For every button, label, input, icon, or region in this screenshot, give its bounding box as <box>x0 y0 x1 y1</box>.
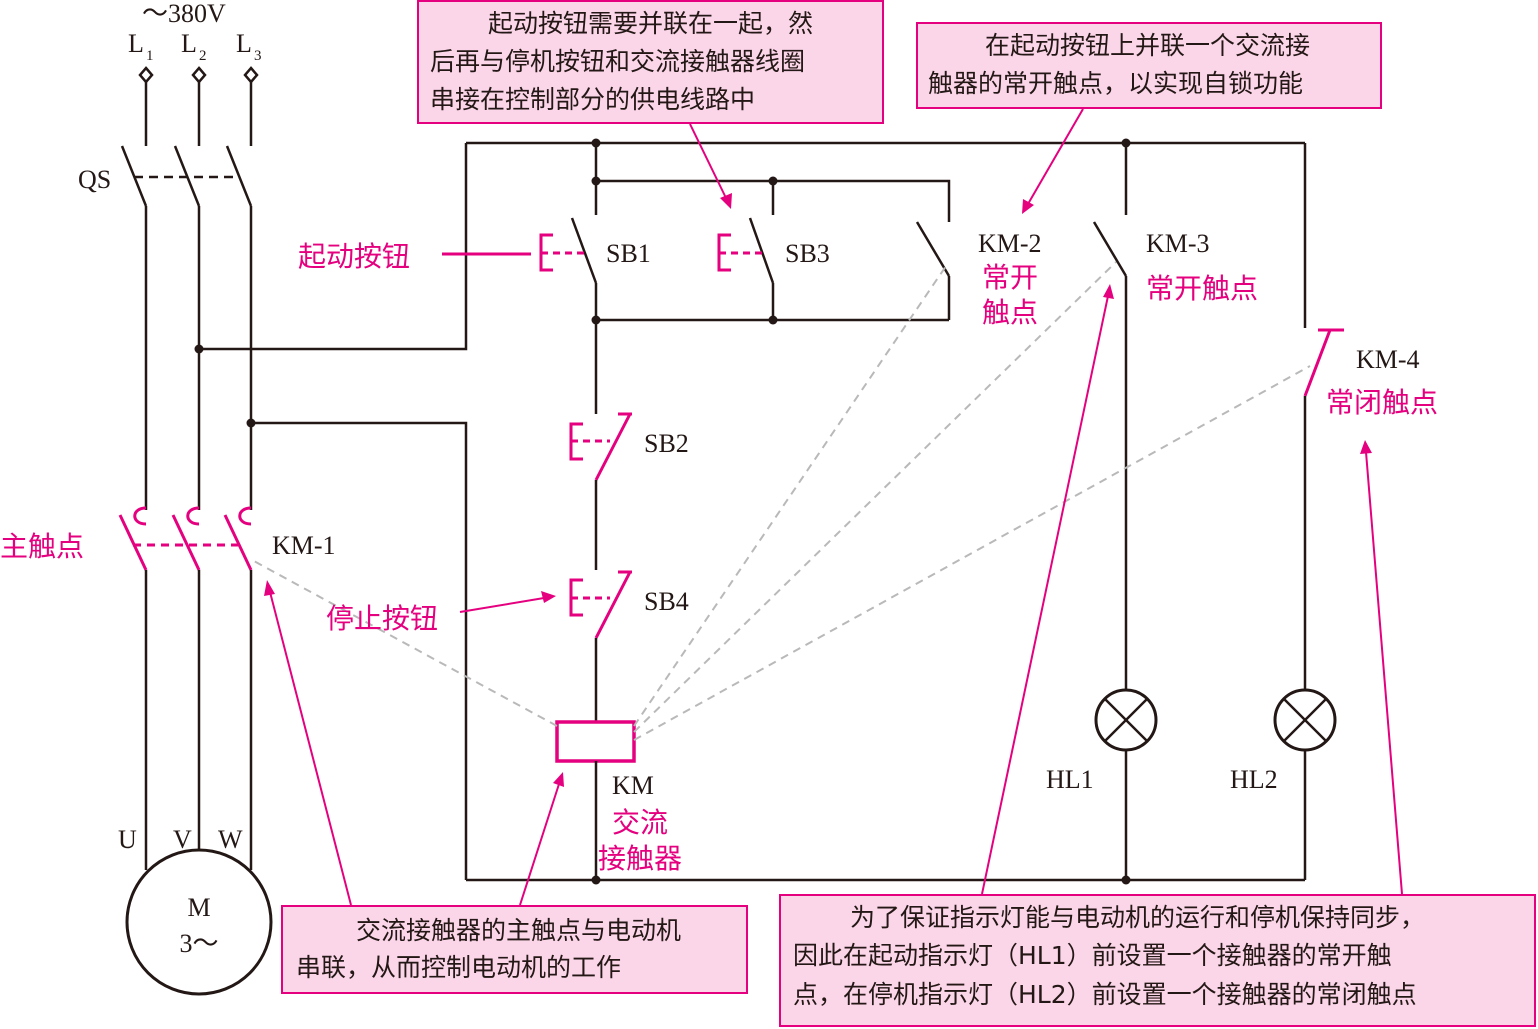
km2-label: KM-2 <box>978 229 1042 258</box>
km2-no-contact <box>915 221 951 320</box>
hl1-lamp-icon <box>1094 688 1158 752</box>
sb4-label: SB4 <box>644 587 689 616</box>
hl1-label: HL1 <box>1046 765 1094 794</box>
km-coil-label: KM <box>612 771 654 800</box>
l3-terminal <box>243 66 259 84</box>
association-lines <box>251 261 1311 741</box>
l1-terminal <box>138 66 154 84</box>
motor-icon <box>125 848 273 996</box>
km-coil <box>555 720 636 763</box>
note-start-parallel-line-3: 串接在控制部分的供电线路中 <box>430 85 755 114</box>
km4-nc-contact <box>1303 328 1344 397</box>
note-start-parallel-line-1: 起动按钮需要并联在一起，然 <box>488 9 813 38</box>
main-contact-label: 主触点 <box>0 530 84 563</box>
note-main-contact-line-2: 串联，从而控制电动机的工作 <box>296 953 621 982</box>
phase-l3-sub: 3 <box>254 48 262 64</box>
stop-button-arrow <box>459 597 545 613</box>
qs-label: QS <box>78 165 111 194</box>
km4-label: KM-4 <box>1356 345 1420 374</box>
note-self-lock: 在起动按钮上并联一个交流接 触器的常开触点，以实现自锁功能 <box>916 22 1382 109</box>
phase-l3-label: L <box>236 29 252 58</box>
km2-no-label-1: 常开 <box>982 261 1038 294</box>
phase-l2-label: L <box>181 29 197 58</box>
km3-no-label: 常开触点 <box>1146 272 1258 305</box>
contactor-label-2: 接触器 <box>598 842 682 875</box>
note-start-parallel: 起动按钮需要并联在一起，然 后再与停机按钮和交流接触器线圈 串接在控制部分的供电… <box>417 0 884 124</box>
sb1-start-button <box>539 217 598 320</box>
sb3-start-button <box>717 217 775 320</box>
control-circuit: SB1 SB3 KM-2 常开 触点 SB2 <box>466 138 1438 885</box>
km2-no-label-2: 触点 <box>982 296 1038 329</box>
km4-nc-label: 常闭触点 <box>1326 386 1438 419</box>
hl2-lamp-icon <box>1273 688 1337 752</box>
supply-voltage-label: ～380V <box>142 0 226 28</box>
stop-button-label: 停止按钮 <box>326 602 438 635</box>
note-main-contact-line-1: 交流接触器的主触点与电动机 <box>356 916 681 945</box>
km3-label: KM-3 <box>1146 229 1210 258</box>
note-start-parallel-line-2: 后再与停机按钮和交流接触器线圈 <box>430 47 805 76</box>
sb4-stop-button <box>569 570 632 639</box>
sb3-label: SB3 <box>785 239 830 268</box>
terminal-u-label: U <box>118 825 137 854</box>
note-indicator: 为了保证指示灯能与电动机的运行和停机保持同步， 因此在起动指示灯（HL1）前设置… <box>779 894 1536 1027</box>
sb2-label: SB2 <box>644 429 689 458</box>
note-indicator-line-3: 点，在停机指示灯（HL2）前设置一个接触器的常闭触点 <box>793 980 1417 1009</box>
l2-terminal <box>191 66 207 84</box>
motor-phase-label: 3～ <box>179 929 218 958</box>
km1-label: KM-1 <box>272 531 336 560</box>
contactor-label-1: 交流 <box>612 806 668 839</box>
phase-l1-label: L <box>128 29 144 58</box>
hl2-label: HL2 <box>1230 765 1278 794</box>
terminal-v-label: V <box>173 825 192 854</box>
terminal-w-label: W <box>218 825 243 854</box>
km3-no-contact <box>1092 221 1128 277</box>
qs-switch <box>120 145 253 207</box>
note-self-lock-line-1: 在起动按钮上并联一个交流接 <box>985 31 1310 60</box>
phase-l1-sub: 1 <box>146 48 154 64</box>
note-self-lock-line-2: 触器的常开触点，以实现自锁功能 <box>928 69 1303 98</box>
sb1-label: SB1 <box>606 239 651 268</box>
start-button-label: 起动按钮 <box>298 240 410 273</box>
note-main-contact: 交流接触器的主触点与电动机 串联，从而控制电动机的工作 <box>281 905 748 994</box>
motor-label: M <box>187 893 210 922</box>
note-indicator-line-2: 因此在起动指示灯（HL1）前设置一个接触器的常开触 <box>793 941 1392 970</box>
km1-main-contacts <box>118 506 253 571</box>
main-circuit: ～380V L 1 L 2 L 3 QS <box>0 0 468 996</box>
note-indicator-line-1: 为了保证指示灯能与电动机的运行和停机保持同步， <box>850 903 1425 932</box>
sb2-stop-button <box>569 412 632 481</box>
phase-l2-sub: 2 <box>199 48 207 64</box>
